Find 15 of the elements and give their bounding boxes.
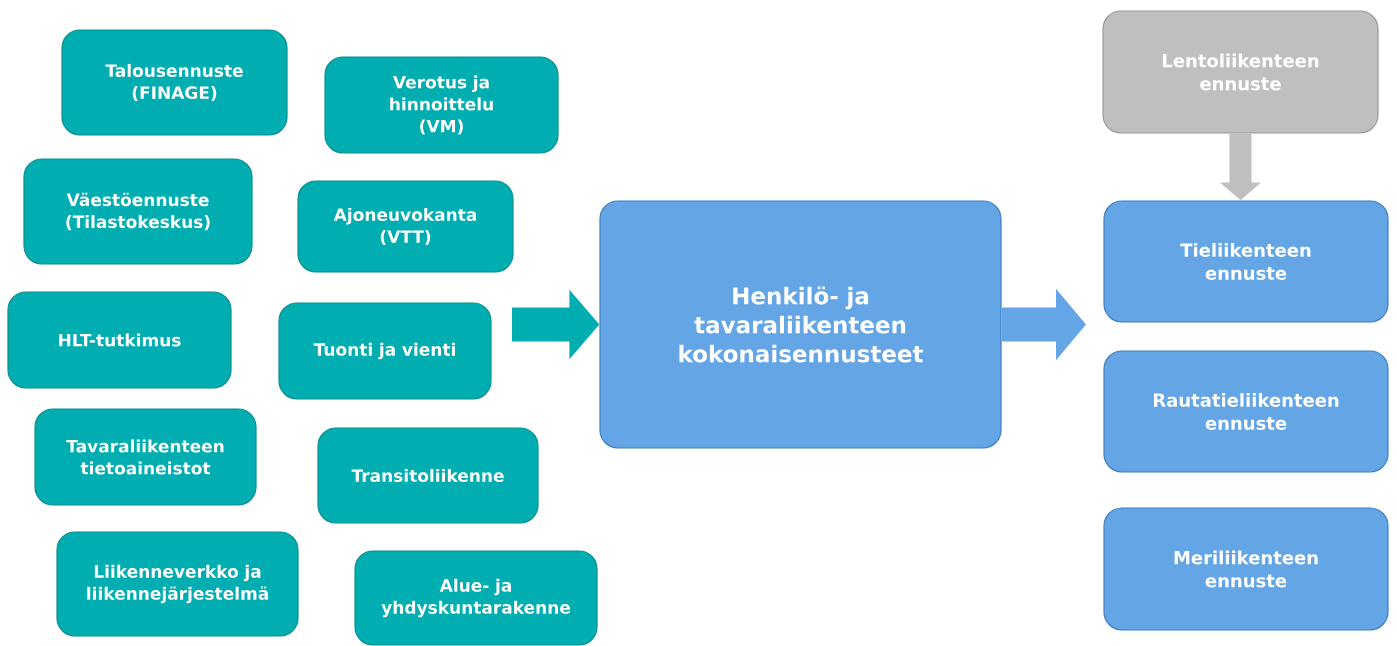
forecast-box: Väestöennuste (Tilastokeskus): [23, 158, 253, 265]
forecast-box: Lentoliikenteen ennuste: [1102, 10, 1379, 134]
forecast-box: Rautatieliikenteen ennuste: [1103, 350, 1389, 473]
forecast-box: Tuonti ja vienti: [278, 302, 492, 400]
forecast-box: Tieliikenteen ennuste: [1103, 200, 1389, 323]
forecast-box: Meriliikenteen ennuste: [1103, 507, 1389, 631]
forecast-box: Talousennuste (FINAGE): [61, 29, 288, 136]
forecast-box: Tavaraliikenteen tietoaineistot: [34, 408, 257, 506]
forecast-box: Transitoliikenne: [317, 427, 539, 524]
forecast-box: Ajoneuvokanta (VTT): [297, 180, 514, 273]
forecast-box: Henkilö- ja tavaraliikenteen kokonaisennusteet: [599, 200, 1002, 449]
forecast-box: HLT-tutkimus: [7, 291, 232, 389]
forecast-box: Verotus ja hinnoittelu (VM): [324, 56, 559, 154]
forecast-box: Liikenneverkko ja liikennejärjestelmä: [56, 531, 299, 637]
forecast-box: Alue- ja yhdyskuntarakenne: [354, 550, 598, 646]
